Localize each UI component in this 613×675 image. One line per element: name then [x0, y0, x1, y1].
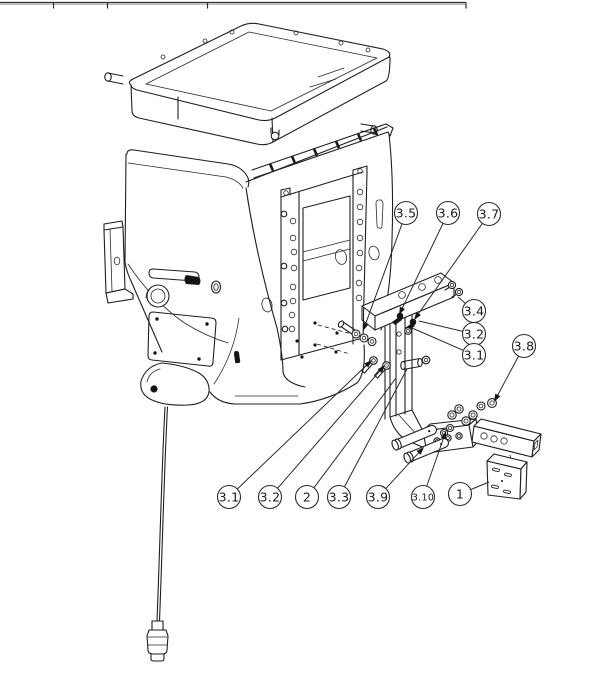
balloon-label: 3.6 — [438, 205, 459, 220]
leader-arrowhead — [363, 322, 369, 331]
balloon-label: 3.2 — [260, 489, 281, 504]
callout-balloon-3.1: 3.1 — [216, 360, 372, 510]
balloon-circle — [393, 200, 419, 226]
balloon-circle — [326, 484, 352, 510]
callout-balloon-3.4: 3.4 — [457, 296, 487, 324]
balloon-label: 3.10 — [412, 492, 434, 503]
leader-arrowhead — [440, 431, 447, 440]
balloon-label: 3.1 — [464, 347, 485, 362]
hopper-lid — [104, 22, 391, 146]
leader-arrowhead — [364, 360, 372, 368]
balloon-label: 3.5 — [396, 205, 417, 220]
callout-balloon-3.3: 3.3 — [326, 368, 408, 510]
callout-balloon-3.6: 3.6 — [399, 200, 461, 315]
leader-line — [236, 364, 368, 490]
balloon-circle — [461, 342, 487, 368]
bracket-slots — [491, 467, 512, 494]
leader-arrowhead — [494, 393, 501, 402]
balloon-label: 2 — [303, 489, 311, 504]
balloon-label: 3.3 — [329, 489, 350, 504]
balloon-label: 1 — [456, 486, 464, 501]
leader-line — [411, 327, 464, 351]
balloon-label: 3.4 — [464, 303, 485, 318]
cable-plug — [146, 620, 169, 662]
balloon-circle — [511, 333, 537, 359]
balloon-label: 3.9 — [368, 489, 389, 504]
callout-balloon-3.2: 3.2 — [418, 320, 487, 347]
power-cable — [146, 406, 169, 662]
balloon-circle — [216, 484, 242, 510]
plate-left-rail-holes — [280, 210, 298, 333]
fastener-hardware — [337, 312, 497, 464]
callout-balloon-3.9: 3.9 — [365, 447, 424, 510]
leader-arrowhead — [399, 306, 405, 315]
left-bracket — [103, 220, 134, 304]
balloon-circle — [294, 484, 320, 510]
bottom-chute — [140, 362, 210, 406]
leader-line — [343, 368, 408, 488]
leader-line — [277, 369, 381, 489]
lid-hinge-pin-left — [104, 72, 124, 85]
balloon-circle — [410, 484, 436, 510]
balloon-circle — [447, 481, 473, 507]
balloons-layer: 3.5 3.6 3.7 3.4 3.2 3.1 3.8 3.1 3.2 2 3.3 3.9 3.10 1 — [216, 200, 537, 510]
lid-pin-front — [270, 127, 280, 141]
balloon-circle — [257, 484, 283, 510]
filler-cap — [145, 284, 170, 308]
leader-line — [417, 223, 483, 315]
balloon-circle — [365, 484, 391, 510]
mount-bracket-plate — [486, 453, 528, 500]
balloon-label: 3.2 — [464, 326, 485, 341]
balloon-circle — [476, 201, 502, 227]
balloon-circle — [435, 200, 461, 226]
leader-line — [496, 355, 520, 397]
access-panel — [147, 311, 217, 367]
callout-balloon-3.5: 3.5 — [363, 200, 419, 331]
callout-balloon-3.10: 3.10 — [410, 431, 447, 510]
callout-balloon-3.2: 3.2 — [257, 365, 385, 510]
balloon-label: 3.1 — [219, 489, 240, 504]
leader-line — [401, 223, 444, 309]
rail-end-bolts — [444, 280, 464, 298]
leader-line — [470, 481, 490, 491]
hopper-handle — [148, 268, 201, 285]
receiver-tube — [471, 418, 542, 464]
plate-right-rail-holes — [355, 188, 364, 302]
leader-line — [385, 451, 420, 489]
leader-line — [364, 223, 403, 325]
callout-balloon-2: 2 — [294, 377, 397, 510]
leader-line — [457, 296, 466, 304]
leader-arrowhead — [416, 447, 424, 455]
table-bottom-edge — [0, 1, 467, 9]
leader-line — [426, 437, 445, 487]
hopper-body — [124, 126, 394, 406]
callout-balloon-3.1: 3.1 — [411, 327, 487, 368]
mounting-plate — [280, 165, 368, 361]
callout-balloon-1: 1 — [447, 481, 490, 507]
callout-balloon-3.7: 3.7 — [414, 201, 502, 320]
leader-arrowhead — [414, 311, 421, 320]
callout-balloon-3.8: 3.8 — [494, 333, 537, 402]
leader-line — [313, 377, 397, 489]
leader-line — [418, 320, 463, 332]
balloon-label: 3.8 — [514, 338, 535, 353]
leader-arrowhead — [377, 365, 385, 373]
plate-apron-rivets — [295, 321, 353, 359]
balloon-label: 3.7 — [479, 206, 500, 221]
